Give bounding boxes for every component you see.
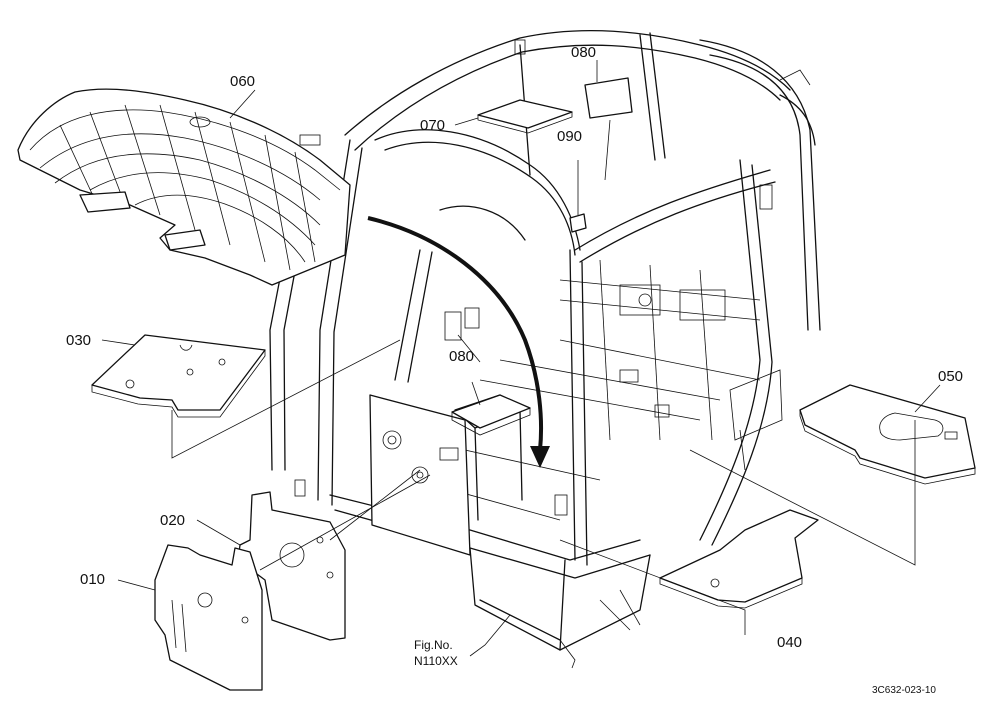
drawing-code: 3C632-023-10 <box>872 685 936 696</box>
label-020: 020 <box>160 512 185 529</box>
part-020-panel <box>237 491 346 641</box>
label-060: 060 <box>230 73 255 90</box>
leader-lines <box>101 60 941 657</box>
part-labels: 060 070 080 090 030 080 050 020 010 040 … <box>66 44 963 696</box>
label-080-lower: 080 <box>449 348 474 365</box>
part-050-mat <box>799 384 976 485</box>
part-030-panel <box>91 334 266 418</box>
label-050: 050 <box>938 368 963 385</box>
part-080-lower-panel <box>451 394 531 436</box>
label-010: 010 <box>80 571 105 588</box>
label-040: 040 <box>777 634 802 651</box>
fig-no-label: Fig.No. <box>414 638 453 652</box>
label-070: 070 <box>420 117 445 134</box>
label-080-top: 080 <box>571 44 596 61</box>
part-090-pad <box>569 213 587 233</box>
part-040-floor-mat <box>659 509 819 609</box>
curved-arrow-icon <box>367 216 550 468</box>
label-030: 030 <box>66 332 91 349</box>
cab-frame <box>269 29 821 669</box>
part-080-top-panel <box>584 77 633 119</box>
fig-number: N110XX <box>414 654 458 668</box>
part-060-roof-liner <box>17 88 351 286</box>
part-070-panel <box>477 99 573 134</box>
part-010-panel <box>154 544 263 691</box>
label-090: 090 <box>557 128 582 145</box>
